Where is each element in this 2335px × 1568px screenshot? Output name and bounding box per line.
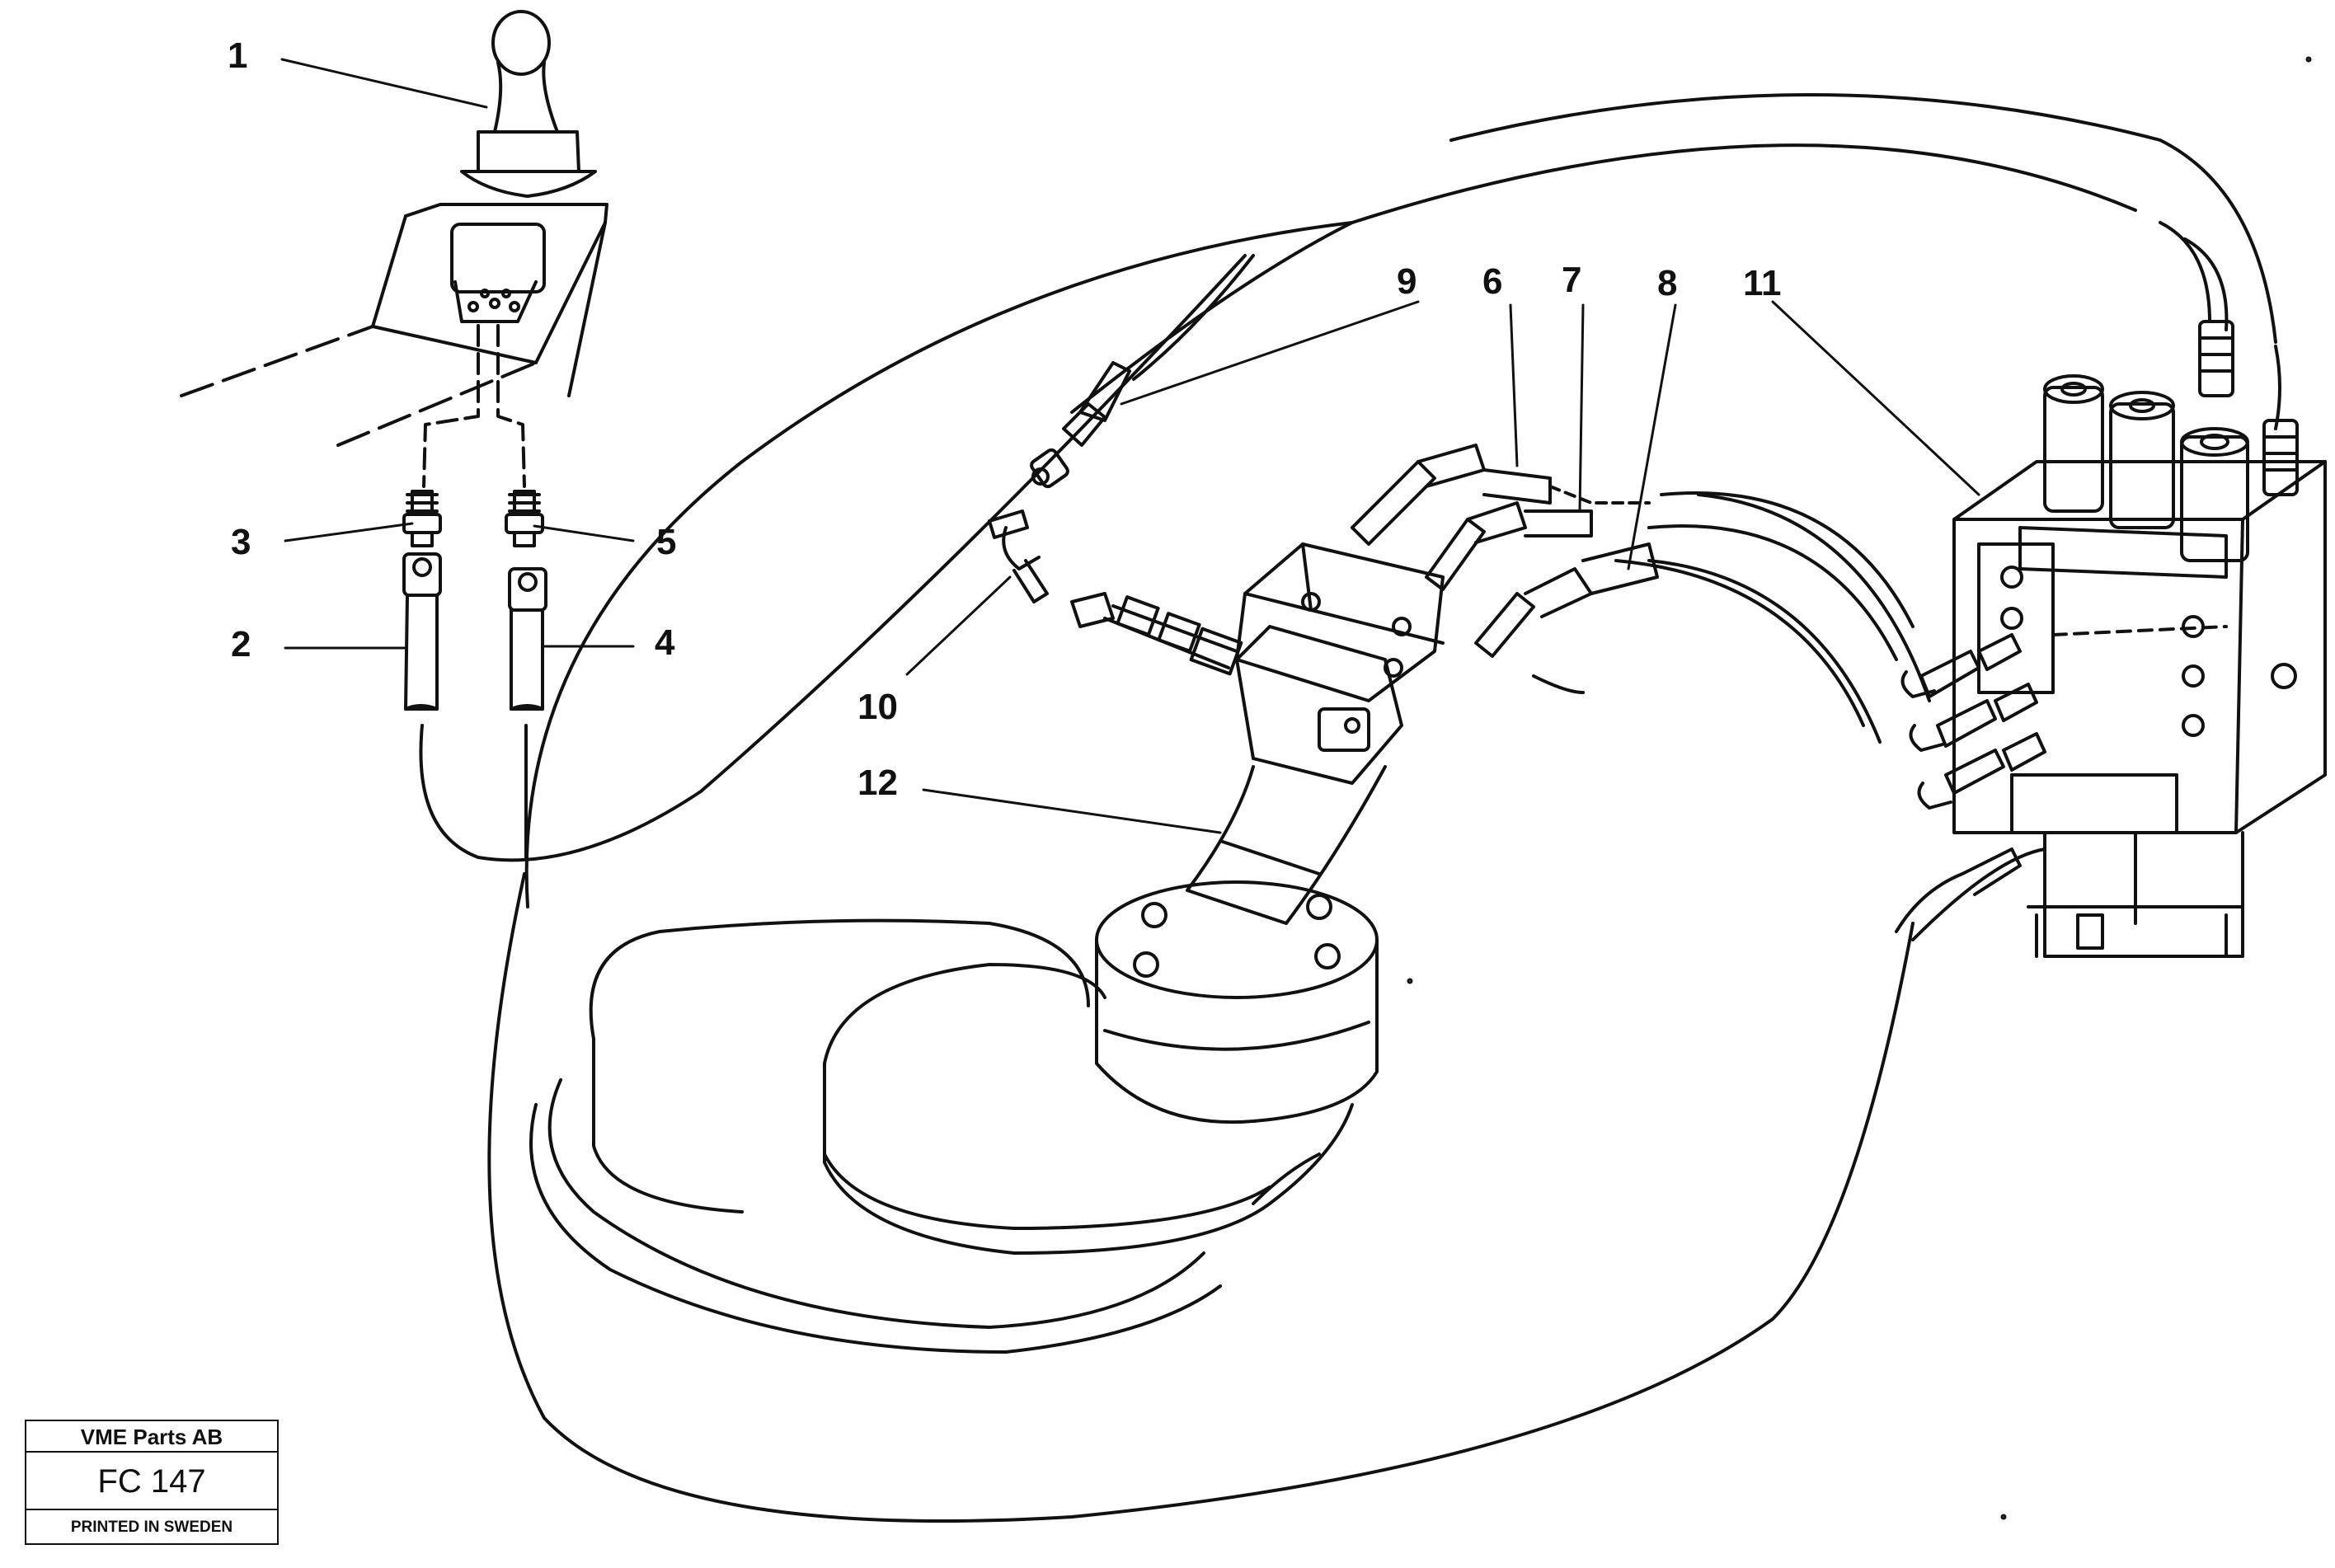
callout-4: 4 [655,622,675,663]
callout-7: 7 [1562,260,1582,300]
leader-lines [280,58,1980,834]
hose-2 [402,552,442,711]
hose-4 [508,567,547,711]
swivel-motor [1095,542,1445,1124]
hose-fittings [988,361,1659,694]
valve-top-hoses [2159,221,2299,496]
turntable [529,918,1354,1354]
title-block: VME Parts AB FC 147 PRINTED IN SWEDEN [25,1420,279,1545]
callout-6: 6 [1482,261,1503,302]
valve-hoses [1614,491,2046,941]
callout-5: 5 [656,522,677,562]
callout-12: 12 [857,763,898,803]
callout-11: 11 [1743,263,1782,303]
fitting-3 [402,490,442,547]
printed-note: PRINTED IN SWEDEN [70,1519,233,1536]
control-valve-block [1952,374,2327,958]
pilot-hose-loop [419,254,1915,1523]
callout-9: 9 [1397,261,1417,302]
joystick-lever [180,10,608,447]
fitting-5 [505,490,544,547]
callout-2: 2 [231,624,251,664]
callout-10: 10 [857,687,898,727]
company-name: VME Parts AB [26,1421,277,1453]
callout-1: 1 [228,35,248,76]
callout-3: 3 [231,522,251,562]
pilot-lines-upper [422,324,526,488]
figure-code: FC 147 [26,1453,277,1510]
callout-8: 8 [1657,263,1678,303]
outer-hose-loop [524,93,2277,908]
scan-marks [1407,56,2312,1520]
